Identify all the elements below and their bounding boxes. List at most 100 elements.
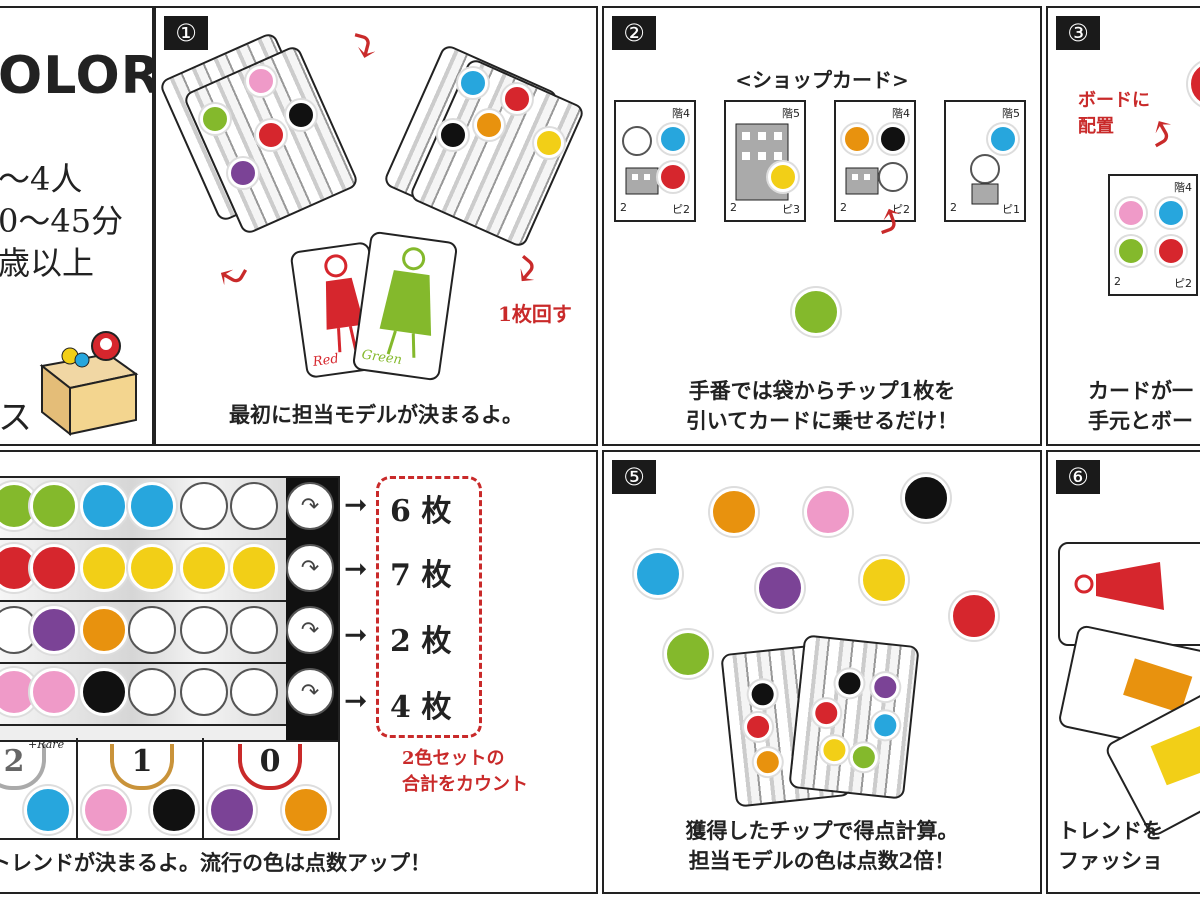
shop-card-deck [788, 634, 920, 800]
shop-card: 階5 2 ピ3 [724, 100, 806, 222]
laurel-icon: 2 [0, 744, 46, 790]
caption-line: 手元とボー [1088, 408, 1193, 433]
arrow-token: ↷ [286, 668, 334, 716]
count-arrow: ➞ [344, 684, 368, 717]
count-arrow: ➞ [344, 618, 368, 651]
building-icon [971, 183, 999, 205]
building-icon [845, 167, 879, 195]
perfume-icon [792, 288, 840, 336]
empty-slot [230, 606, 278, 654]
bag-icon [128, 482, 176, 530]
model-card: Red [289, 241, 387, 379]
hat-icon [208, 786, 256, 834]
player-count: 〜4人 [0, 160, 83, 198]
bag-icon [1156, 198, 1186, 228]
rank-strip: 2 +Rare 1 0 [0, 738, 340, 840]
dress-icon [1150, 723, 1200, 786]
age-range: 歳以上 [0, 244, 95, 282]
dress-icon [324, 254, 365, 353]
arrow-token: ↷ [286, 544, 334, 592]
ring-icon [80, 544, 128, 592]
score-right: ピ2 [1174, 277, 1192, 290]
shirt-icon [1156, 236, 1186, 266]
bag-icon [458, 68, 488, 98]
shoe-icon [804, 488, 852, 536]
perfume-icon [664, 630, 712, 678]
rare-label: +Rare [28, 738, 65, 751]
step-5-panel: ⑤ 獲得したチップで得点計算。 担当モデルの色は点数2倍！ [602, 450, 1042, 894]
lipstick-icon [282, 786, 330, 834]
skirt-icon [747, 678, 779, 710]
empty-slot [878, 162, 908, 192]
shirt-icon [1188, 60, 1200, 108]
floor-label: 階5 [782, 107, 800, 120]
skirt-icon [902, 474, 950, 522]
shoe-icon [246, 66, 276, 96]
empty-slot [230, 668, 278, 716]
caption-line: 手番では袋からチップ1枚を [688, 378, 956, 403]
skirt-icon [878, 124, 908, 154]
floor-label: 階4 [672, 107, 690, 120]
pass-label: 1枚回す [498, 302, 572, 326]
shirt-icon [30, 544, 78, 592]
count-arrow: ➞ [344, 488, 368, 521]
ring-icon [128, 544, 176, 592]
lipstick-icon [752, 746, 784, 778]
place-label-line: ボードに [1078, 90, 1150, 111]
ring-icon [180, 544, 228, 592]
score-left: 2 [950, 201, 957, 214]
building-icon [735, 123, 789, 201]
shirt-icon [502, 84, 532, 114]
box-icon [39, 331, 139, 436]
count-note-line: 2色セットの [402, 748, 505, 769]
count-label: 6 枚 [390, 494, 452, 529]
hat-icon [228, 158, 258, 188]
step-caption: カードが一 手元とボー [1088, 376, 1200, 436]
count-label: 7 枚 [390, 558, 452, 593]
score-right: ピ1 [1002, 203, 1020, 216]
shirt-icon [810, 697, 842, 729]
shoe-icon [82, 786, 130, 834]
bag-icon [988, 124, 1018, 154]
skirt-icon [438, 120, 468, 150]
arrow-token: ↷ [286, 606, 334, 654]
caption-line: 担当モデルの色は点数2倍！ [688, 848, 956, 873]
score-left: 2 [730, 201, 737, 214]
caption-line: ファッショ [1058, 848, 1163, 873]
skirt-icon [286, 100, 316, 130]
skirt-icon [150, 786, 198, 834]
laurel-icon: 0 [238, 744, 302, 790]
place-label: ボードに 配置 [1078, 88, 1150, 140]
bag-icon [24, 786, 72, 834]
ring-icon [768, 162, 798, 192]
floor-label: 階5 [1002, 107, 1020, 120]
score-right: ピ3 [782, 203, 800, 216]
ring-icon [534, 128, 564, 158]
arrow-token: ↷ [286, 482, 334, 530]
count-note: 2色セットの 合計をカウント [402, 746, 528, 798]
play-time: 0〜45分 [0, 202, 124, 240]
score-right: ピ2 [892, 203, 910, 216]
arrow-icon: ⤴ [1133, 102, 1189, 163]
lipstick-icon [710, 488, 758, 536]
step-number: ③ [1056, 16, 1100, 50]
shirt-icon [950, 592, 998, 640]
dress-icon [1123, 658, 1193, 714]
score-left: 2 [1114, 275, 1121, 288]
count-label: 2 枚 [390, 624, 452, 659]
caption-line: 獲得したチップで得点計算。 [685, 818, 959, 843]
perfume-icon [200, 104, 230, 134]
empty-slot [128, 668, 176, 716]
caption-line: カードが一 [1088, 378, 1193, 403]
skirt-icon [80, 668, 128, 716]
shop-card-header: <ショップカード> [735, 68, 909, 92]
caption-line: トレンドを [1058, 818, 1163, 843]
shirt-icon [658, 162, 688, 192]
step-caption: 獲得したチップで得点計算。 担当モデルの色は点数2倍！ [604, 816, 1040, 876]
step-number: ⑥ [1056, 460, 1100, 494]
score-left: 2 [840, 201, 847, 214]
ring-icon [819, 734, 850, 766]
